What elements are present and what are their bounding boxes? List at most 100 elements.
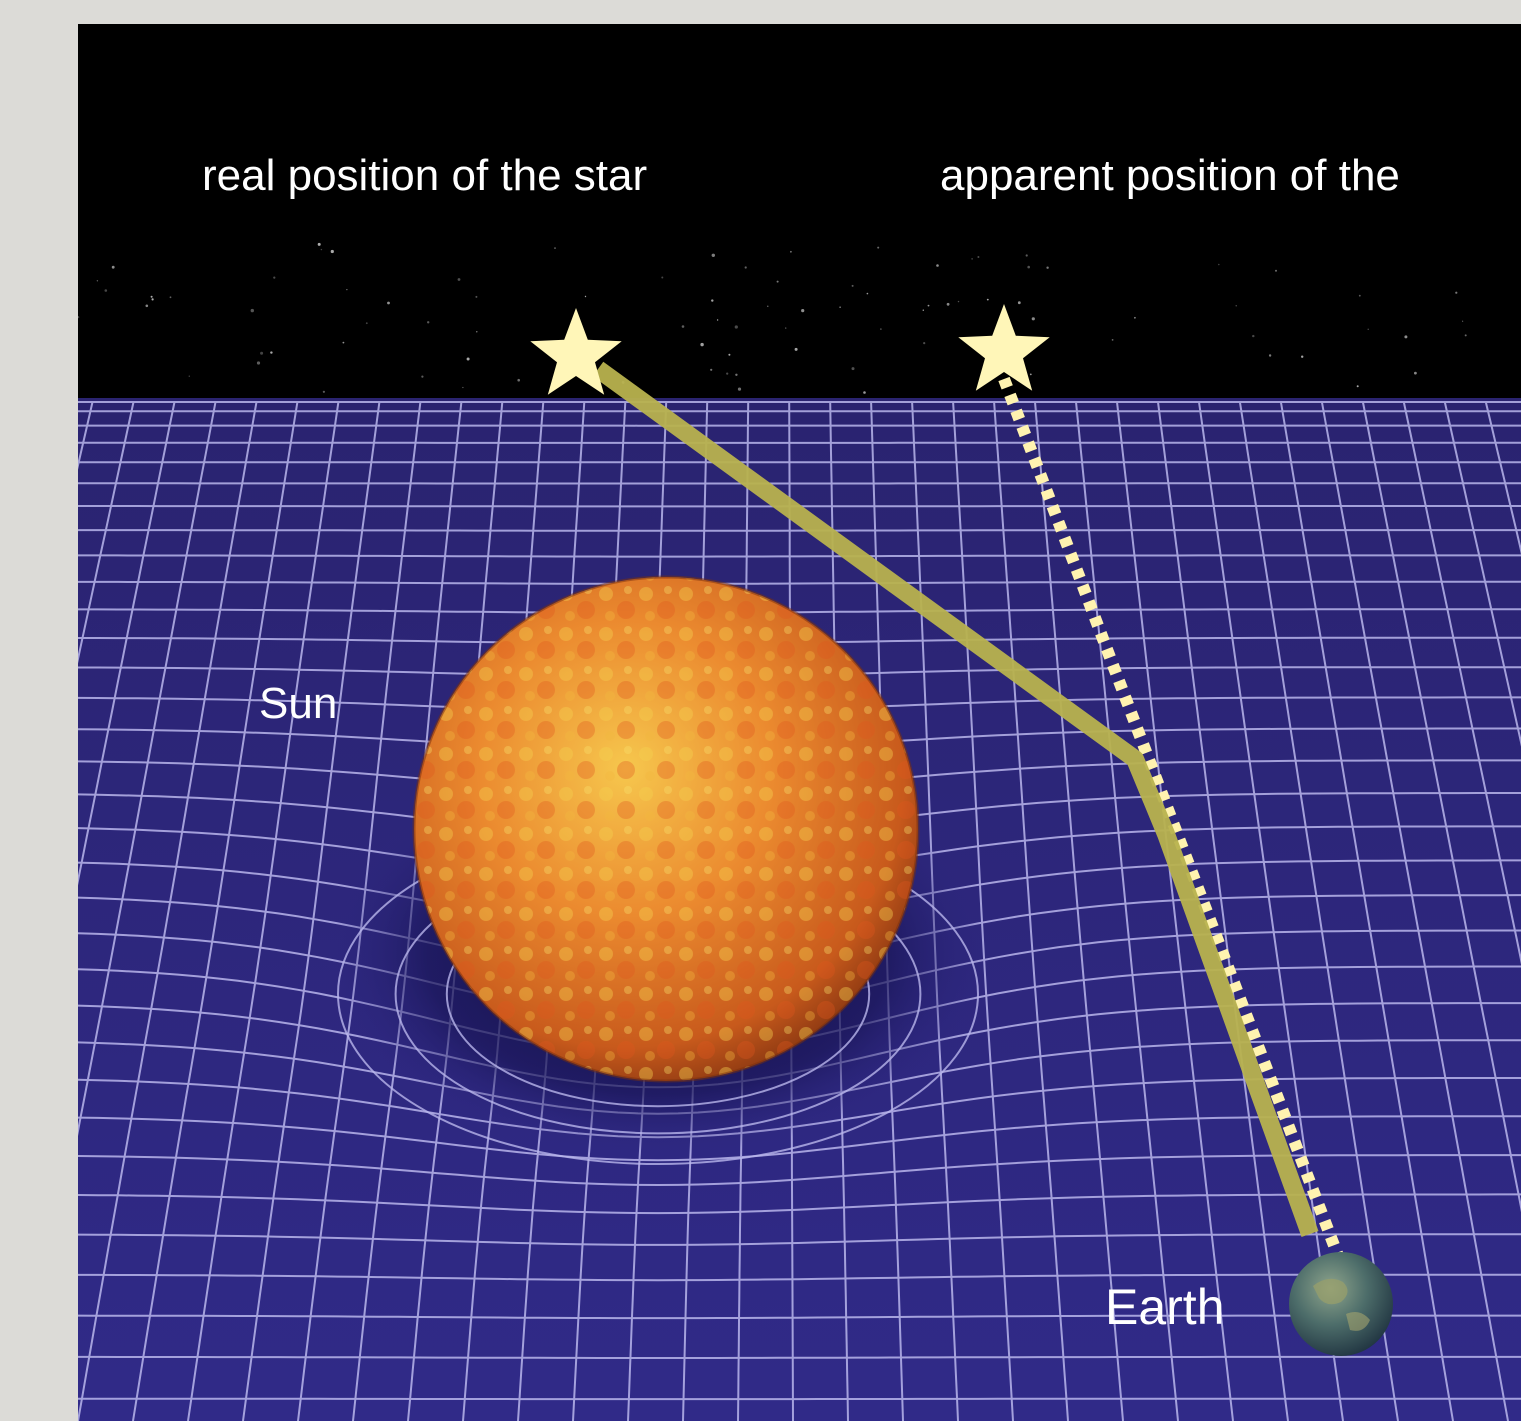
background-star-dot — [150, 295, 153, 298]
grid-line — [78, 1233, 1521, 1246]
grid-line — [1034, 401, 1124, 1421]
earth-label: Earth — [1105, 1279, 1225, 1335]
grid-line — [1443, 401, 1521, 747]
background-star-dot — [1358, 294, 1361, 297]
grid-line — [78, 401, 217, 1137]
grid-line — [1361, 401, 1521, 1213]
background-star-dot — [151, 298, 154, 301]
grid-line — [78, 608, 1521, 614]
background-star-dot — [169, 296, 172, 299]
background-star-dot — [256, 361, 261, 365]
background-star-dot — [776, 280, 779, 283]
grid-line — [78, 1115, 1521, 1162]
background-star-dot — [801, 309, 805, 313]
grid-line — [78, 401, 176, 886]
background-star-dot — [1414, 371, 1417, 375]
background-star-dot — [517, 378, 520, 382]
background-star-dot — [1356, 385, 1359, 388]
earth — [1289, 1252, 1393, 1356]
grid-line — [132, 401, 299, 1421]
grid-line — [1238, 401, 1399, 1421]
background-star-dot — [734, 325, 738, 329]
background-star-dot — [735, 373, 738, 376]
star-icon — [958, 304, 1050, 391]
grid-line — [78, 554, 1521, 558]
grid-line — [1402, 401, 1521, 965]
grid-line — [187, 401, 340, 1421]
background-star-dot — [700, 342, 704, 347]
sun-label: Sun — [259, 679, 338, 728]
background-star-dot — [744, 266, 747, 269]
apparent-light-path — [998, 376, 1349, 1272]
background-star-dot — [711, 299, 714, 302]
background-star-dot — [1252, 334, 1255, 338]
background-star-dot — [681, 325, 685, 328]
background-star-dot — [1235, 305, 1237, 307]
background-star-dot — [957, 300, 960, 303]
background-star-dot — [839, 306, 841, 308]
background-star-dot — [927, 304, 930, 307]
grid-line — [1075, 401, 1179, 1421]
background-star-dot — [1111, 339, 1114, 341]
background-star-dot — [1031, 317, 1035, 321]
background-star-dot — [104, 289, 108, 292]
background-star-dot — [767, 305, 769, 307]
background-star-dot — [273, 276, 276, 279]
background-star-dot — [794, 347, 798, 351]
background-star-dot — [946, 302, 950, 306]
grid-line — [1279, 401, 1454, 1421]
background-star-dot — [342, 341, 345, 344]
background-star-dot — [466, 357, 470, 361]
background-star-dot — [986, 298, 989, 301]
grid-line — [1198, 401, 1344, 1421]
background-star-dot — [880, 328, 882, 330]
grid-line — [78, 1355, 1521, 1359]
sun — [412, 575, 920, 1083]
background-star-dot — [737, 387, 742, 391]
background-star-dot — [330, 249, 334, 254]
background-star-dot — [1134, 316, 1136, 319]
background-star-dot — [936, 264, 939, 267]
background-star-dot — [320, 248, 323, 251]
background-star-dot — [728, 353, 731, 356]
background-star-dot — [475, 295, 478, 298]
grid-line — [78, 401, 135, 664]
real-light-path — [592, 361, 1319, 1238]
background-star-dot — [977, 256, 980, 258]
background-star-dot — [96, 280, 99, 282]
background-star-dot — [851, 367, 855, 371]
grid-line — [78, 1273, 1521, 1282]
grid-line — [78, 401, 258, 1421]
grid-line — [1320, 401, 1509, 1421]
grid-line — [242, 401, 381, 1421]
background-star-dot — [584, 295, 587, 298]
grid-line — [78, 529, 1521, 532]
real-position-label: real position of the star — [202, 151, 648, 200]
background-stars — [78, 242, 1467, 394]
background-star-dot — [922, 309, 924, 311]
background-star-dot — [1275, 269, 1277, 272]
background-star-dot — [476, 331, 478, 333]
background-star-dot — [365, 322, 368, 325]
background-star-dot — [1404, 335, 1408, 339]
apparent-position-label: apparent position of the — [940, 151, 1400, 200]
background-star-dot — [1462, 320, 1464, 322]
background-star-dot — [1027, 265, 1030, 269]
background-star-dot — [877, 246, 880, 249]
background-star-dot — [457, 278, 461, 281]
background-star-dot — [427, 321, 430, 324]
background-star-dot — [866, 292, 869, 295]
grid-line — [1157, 401, 1289, 1421]
grid-line — [78, 580, 1521, 585]
background-star-dot — [346, 289, 348, 291]
spacetime-illustration — [78, 24, 1521, 1421]
background-star-dot — [790, 250, 792, 253]
background-star-dot — [111, 265, 115, 269]
grid-line — [993, 401, 1069, 1421]
background-star-dot — [387, 301, 390, 305]
grid-line — [1116, 401, 1234, 1421]
background-star-dot — [851, 284, 854, 287]
background-star-dot — [863, 391, 866, 394]
background-star-dot — [1367, 328, 1369, 330]
background-star-dot — [661, 276, 664, 279]
